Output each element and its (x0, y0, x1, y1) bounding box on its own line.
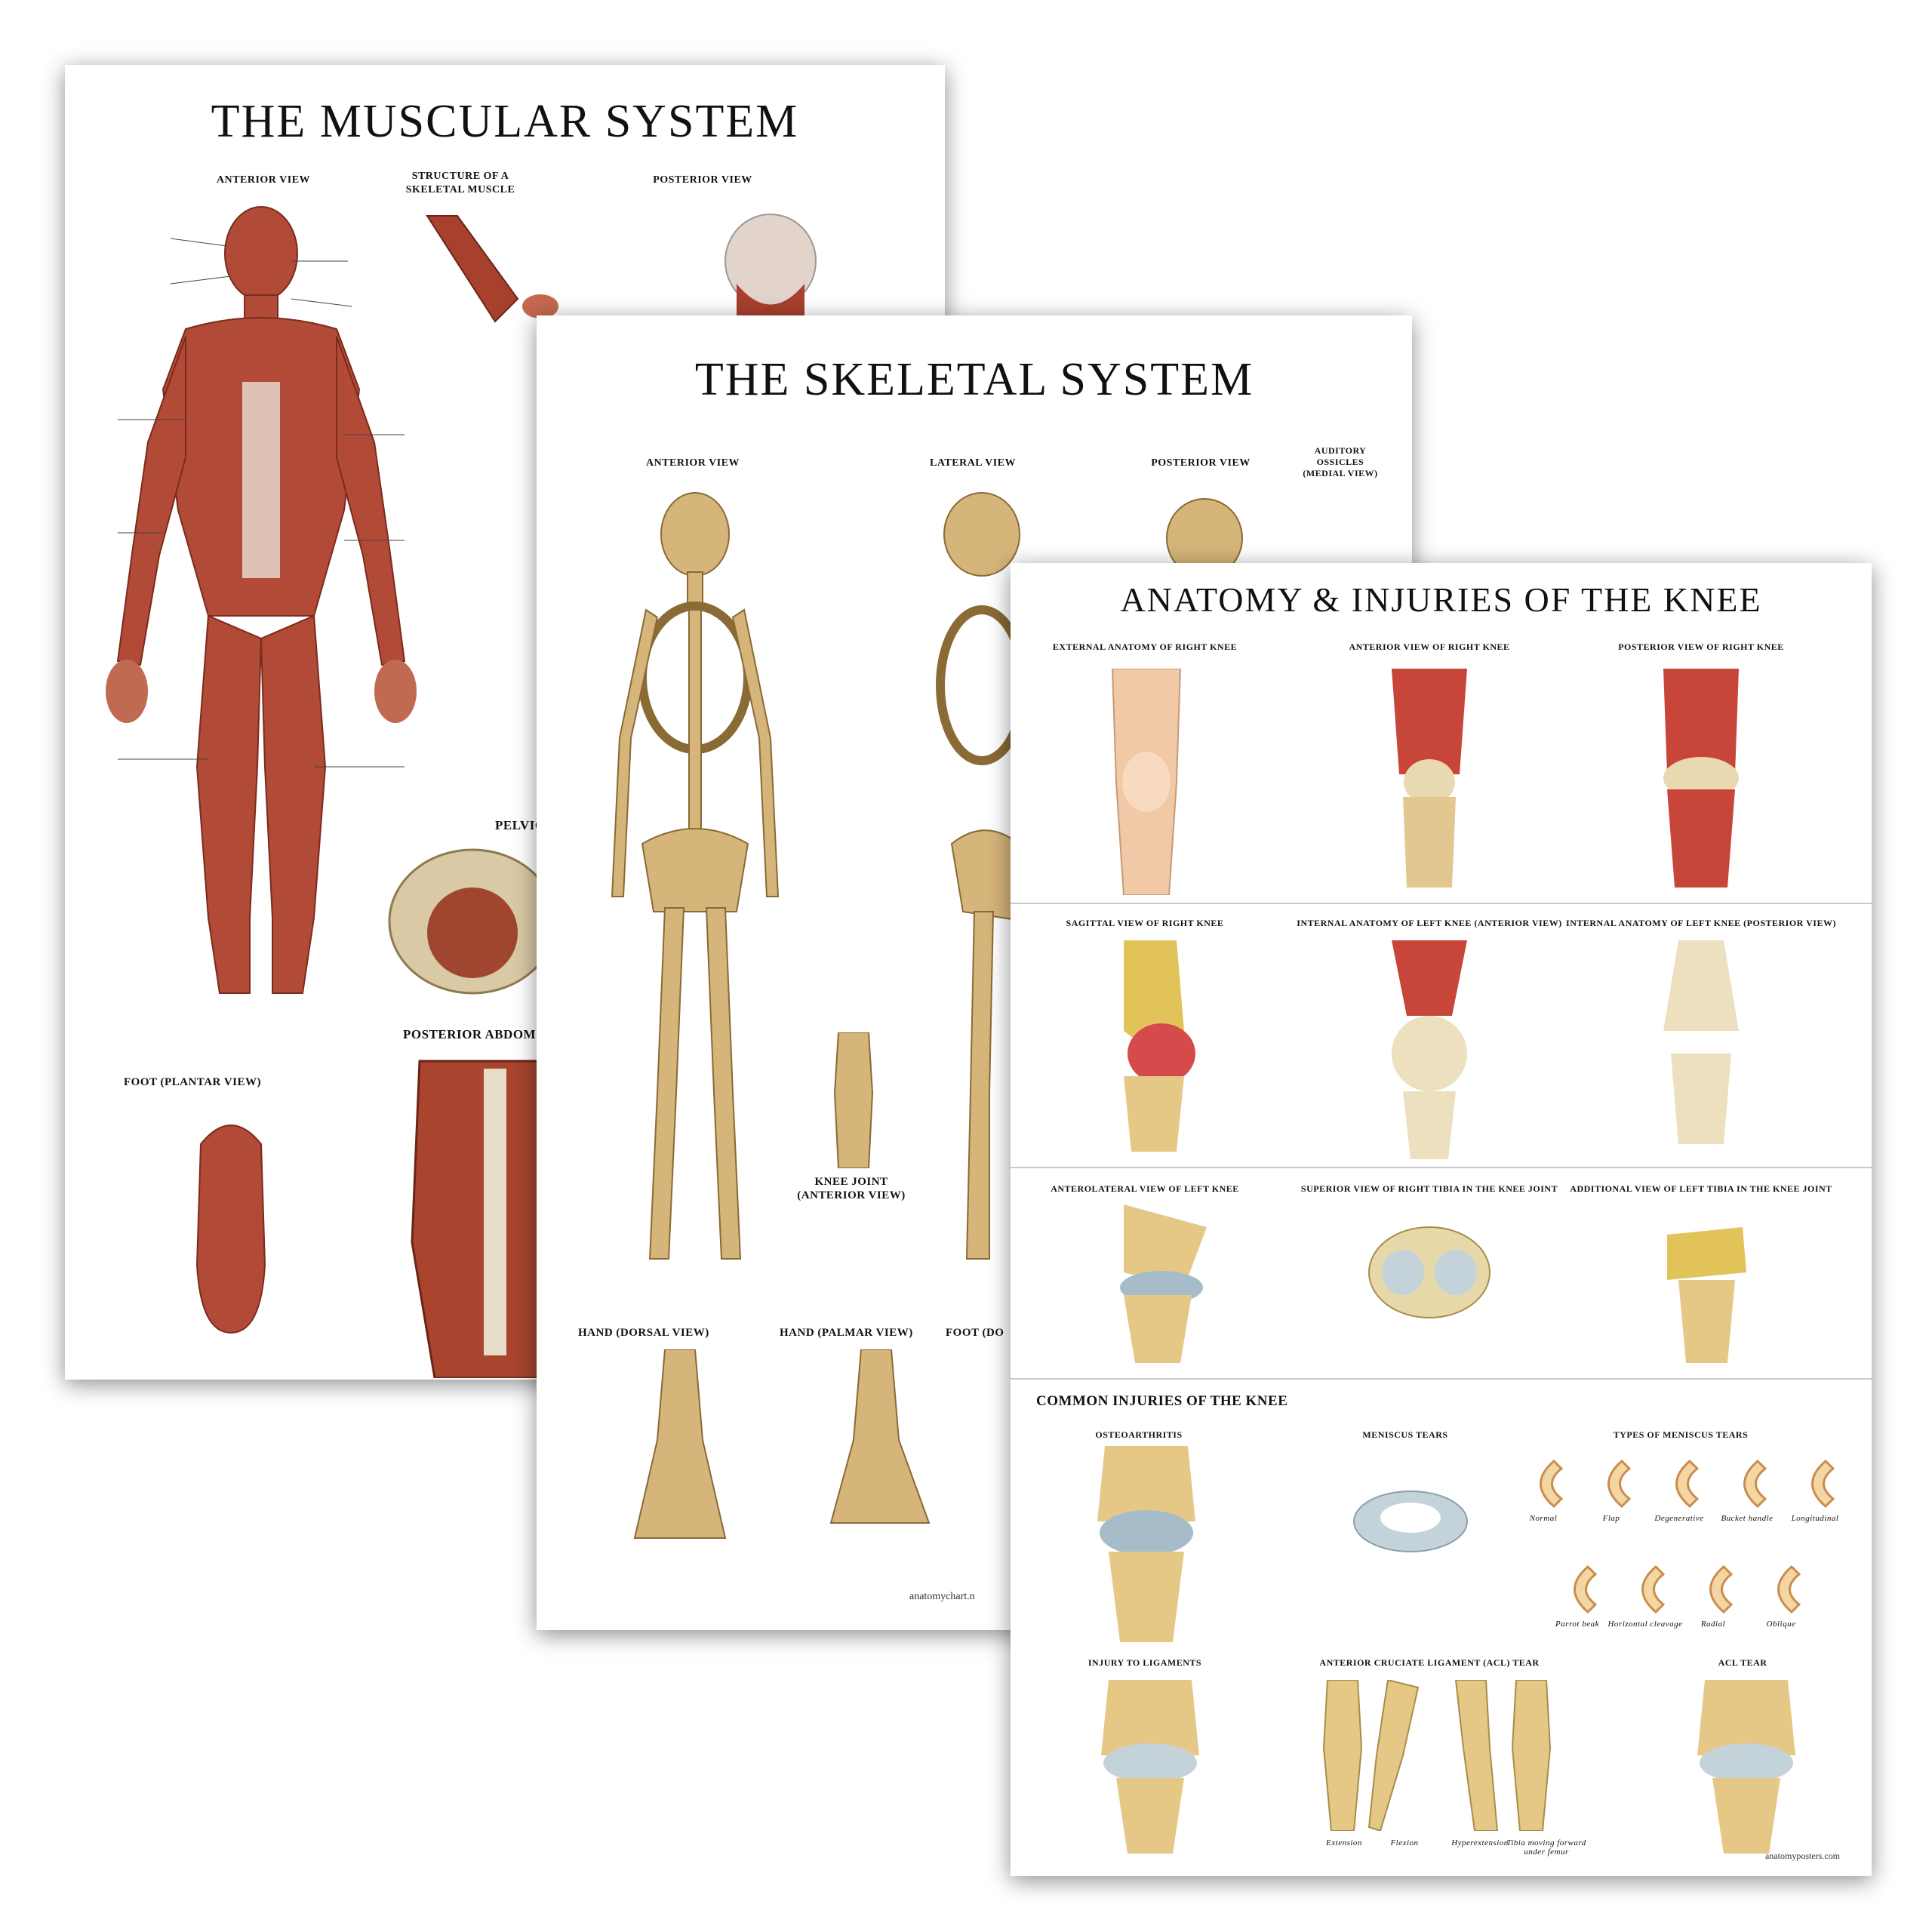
internal-posterior-knee-illustration (1663, 940, 1739, 1144)
tear-type-label: Flap (1602, 1514, 1620, 1523)
internal-anterior-knee-illustration (1392, 940, 1467, 1159)
external-knee-illustration (1111, 669, 1182, 895)
tear-type-label: Horizontal cleavage (1607, 1620, 1683, 1629)
hand-palmar-illustration (829, 1349, 931, 1524)
auditory-heading-2: OSSICLES (1316, 457, 1364, 467)
knee-joint-heading-1: KNEE JOINT (814, 1176, 888, 1188)
row5-heading-3: ACL TEAR (1718, 1657, 1767, 1668)
site-url: anatomyposters.com (1765, 1850, 1840, 1861)
row4-heading-2: MENISCUS TEARS (1362, 1429, 1448, 1440)
poster-title: THE SKELETAL SYSTEM (694, 354, 1254, 405)
auditory-heading-1: AUDITORY (1314, 445, 1367, 456)
anterolateral-knee-illustration (1120, 1204, 1207, 1363)
tear-type-label: Degenerative (1654, 1514, 1704, 1523)
sagittal-knee-illustration (1124, 940, 1195, 1152)
foot-plantar-illustration (195, 1124, 266, 1334)
meniscus-tear-types-illustration (1540, 1459, 1835, 1614)
acl-position-label: Hyperextension (1451, 1838, 1509, 1847)
common-injuries-heading: COMMON INJURIES OF THE KNEE (1036, 1393, 1288, 1409)
acl-position-label: Flexion (1390, 1838, 1419, 1847)
poster-title: ANATOMY & INJURIES OF THE KNEE (1120, 580, 1762, 619)
divider (1011, 1167, 1872, 1168)
osteoarthritis-illustration (1097, 1446, 1195, 1642)
row4-heading-3: TYPES OF MENISCUS TEARS (1613, 1429, 1749, 1440)
row2-heading-1: SAGITTAL VIEW OF RIGHT KNEE (1066, 918, 1224, 928)
posterior-head-illustration (724, 214, 817, 325)
tear-type-label: Oblique (1766, 1620, 1796, 1629)
row1-heading-2: ANTERIOR VIEW OF RIGHT KNEE (1349, 641, 1510, 652)
muscular-figure-illustration (106, 206, 417, 994)
row3-heading-3: ADDITIONAL VIEW OF LEFT TIBIA IN THE KNE… (1570, 1183, 1832, 1194)
lateral-view-heading: LATERAL VIEW (929, 457, 1017, 469)
auditory-heading-3: (MEDIAL VIEW) (1303, 468, 1378, 478)
tear-type-label: Parrot beak (1555, 1620, 1599, 1629)
meniscus-tears-illustration (1353, 1491, 1468, 1552)
row1-heading-1: EXTERNAL ANATOMY OF RIGHT KNEE (1052, 641, 1238, 652)
row5-heading-1: INJURY TO LIGAMENTS (1088, 1657, 1202, 1668)
tear-type-label: Radial (1700, 1620, 1726, 1629)
anterior-view-heading: ANTERIOR VIEW (216, 174, 311, 186)
row3-heading-1: ANTEROLATERAL VIEW OF LEFT KNEE (1051, 1183, 1239, 1194)
hand-dorsal-illustration (633, 1349, 727, 1539)
tear-type-label: Normal (1529, 1514, 1558, 1523)
posterior-knee-illustration (1663, 669, 1739, 888)
lateral-skeleton-illustration (936, 492, 1029, 1260)
site-url: anatomychart.n (909, 1591, 975, 1602)
divider (1011, 1378, 1872, 1380)
ligament-injury-illustration (1101, 1680, 1199, 1854)
acl-position-label: Tibia moving forward under femur (1506, 1838, 1586, 1857)
knee-joint-illustration (833, 1032, 874, 1168)
acl-position-label: Extension (1326, 1838, 1362, 1847)
pelvic-floor-illustration (388, 848, 557, 995)
poster-title: THE MUSCULAR SYSTEM (211, 96, 799, 147)
anterior-knee-illustration (1392, 669, 1467, 888)
row3-heading-2: SUPERIOR VIEW OF RIGHT TIBIA IN THE KNEE… (1300, 1183, 1558, 1194)
foot-plantar-heading: FOOT (PLANTAR VIEW) (124, 1076, 262, 1088)
anterior-view-heading: ANTERIOR VIEW (645, 457, 740, 469)
structure-heading-2: SKELETAL MUSCLE (405, 184, 515, 195)
posterior-abdominal-heading: POSTERIOR ABDOMIN (403, 1027, 551, 1041)
row4-heading-1: OSTEOARTHRITIS (1095, 1429, 1183, 1440)
row2-heading-2: INTERNAL ANATOMY OF LEFT KNEE (ANTERIOR … (1297, 918, 1562, 928)
row1-heading-3: POSTERIOR VIEW OF RIGHT KNEE (1618, 641, 1784, 652)
anterior-skeleton-illustration (611, 492, 780, 1260)
muscle-structure-illustration (426, 215, 558, 323)
row2-heading-3: INTERNAL ANATOMY OF LEFT KNEE (POSTERIOR… (1566, 918, 1836, 928)
superior-tibia-illustration (1368, 1226, 1491, 1318)
acl-tear-illustration (1697, 1680, 1795, 1854)
tear-type-label: Longitudinal (1791, 1514, 1839, 1523)
posterior-view-heading: POSTERIOR VIEW (653, 174, 752, 186)
tear-type-label: Bucket handle (1721, 1514, 1774, 1523)
hand-dorsal-heading: HAND (DORSAL VIEW) (578, 1327, 709, 1339)
additional-tibia-illustration (1667, 1227, 1746, 1363)
row5-heading-2: ANTERIOR CRUCIATE LIGAMENT (ACL) TEAR (1319, 1657, 1540, 1668)
hand-palmar-heading: HAND (PALMAR VIEW) (780, 1327, 913, 1339)
acl-tear-positions-illustration (1322, 1680, 1552, 1831)
knee-poster: ANATOMY & INJURIES OF THE KNEE EXTERNAL … (1011, 563, 1872, 1876)
structure-heading-1: STRUCTURE OF A (411, 171, 509, 182)
knee-joint-heading-2: (ANTERIOR VIEW) (797, 1189, 906, 1201)
posterior-view-heading: POSTERIOR VIEW (1151, 457, 1251, 469)
foot-dorsal-heading: FOOT (DO (946, 1327, 1004, 1339)
divider (1011, 903, 1872, 904)
